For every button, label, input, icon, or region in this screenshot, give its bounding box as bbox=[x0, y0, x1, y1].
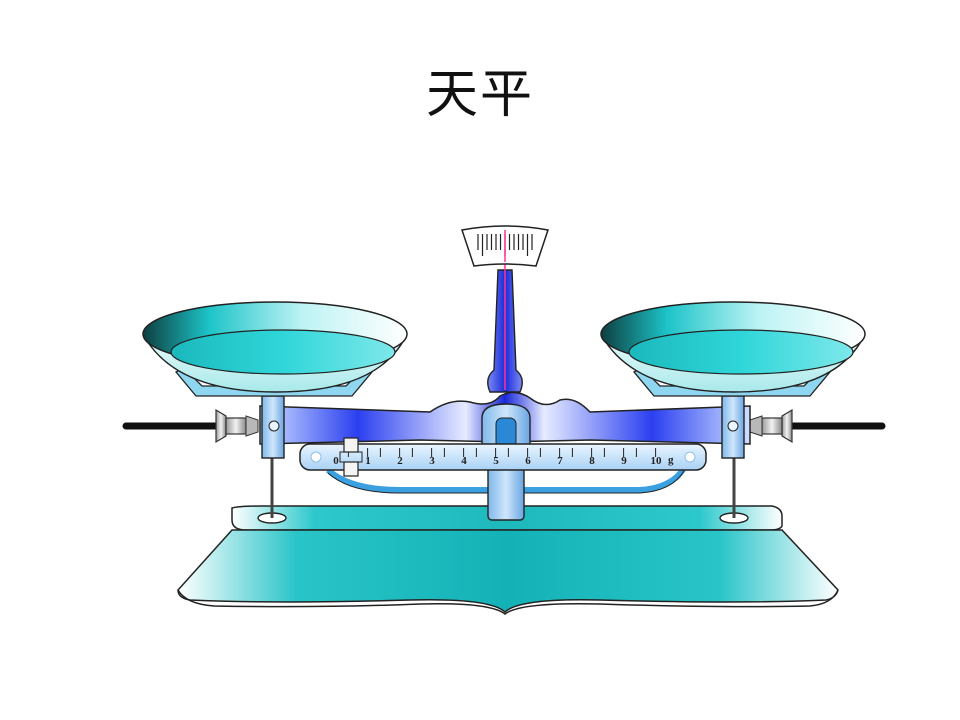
scale-label-2: 2 bbox=[397, 455, 403, 467]
rider-weight[interactable] bbox=[339, 437, 363, 477]
scale-label-6: 6 bbox=[525, 455, 531, 467]
right-pan bbox=[600, 301, 866, 393]
scale-unit: g bbox=[668, 454, 674, 466]
scale-ticks bbox=[347, 448, 657, 457]
scale-label-9: 9 bbox=[621, 455, 627, 467]
left-post bbox=[261, 395, 285, 459]
right-leg bbox=[719, 456, 749, 524]
lower-frame bbox=[325, 466, 687, 493]
scale-label-5: 5 bbox=[493, 455, 499, 467]
dial-plate bbox=[461, 225, 549, 267]
scale-label-1: 1 bbox=[365, 455, 371, 467]
scale-labels: 0 1 2 3 4 5 6 7 8 9 10 bbox=[333, 455, 662, 467]
scale-label-10: 10 bbox=[651, 455, 663, 467]
right-post bbox=[721, 395, 745, 459]
left-pan bbox=[142, 301, 408, 393]
center-column bbox=[481, 403, 531, 521]
scale-label-4: 4 bbox=[461, 455, 467, 467]
scale-label-7: 7 bbox=[557, 455, 563, 467]
right-adjust-rod bbox=[749, 408, 886, 444]
scale-label-3: 3 bbox=[429, 455, 435, 467]
scale-label-0: 0 bbox=[333, 455, 339, 467]
left-leg bbox=[257, 456, 287, 524]
page-title: 天平 bbox=[425, 65, 534, 125]
left-adjust-rod bbox=[122, 408, 259, 444]
rider-scale: 0 1 2 3 4 5 6 7 8 9 10 g bbox=[299, 443, 707, 471]
scale-label-8: 8 bbox=[589, 455, 595, 467]
